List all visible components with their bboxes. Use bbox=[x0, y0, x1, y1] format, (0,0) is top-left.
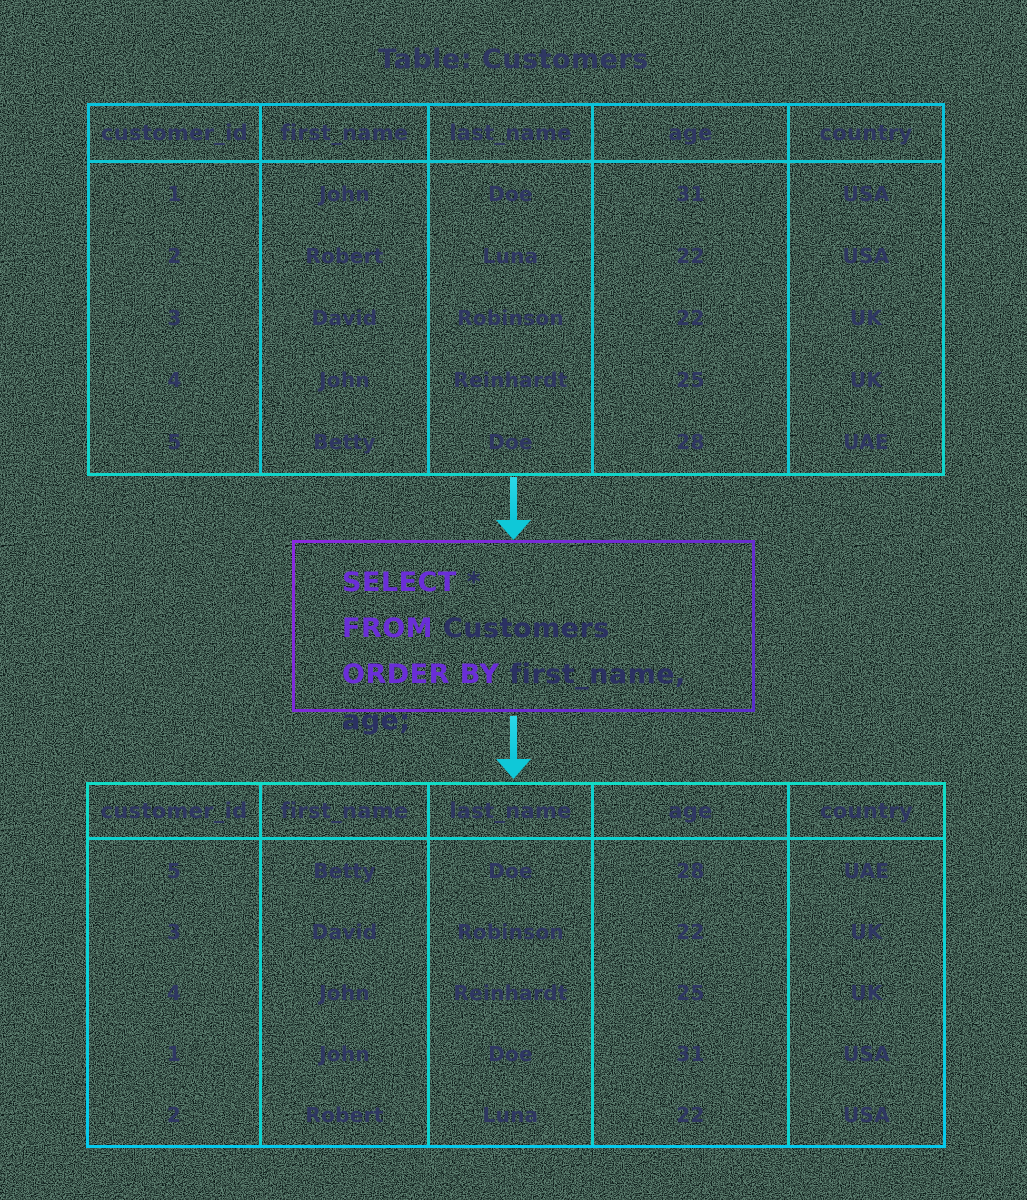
table-cell: Robinson bbox=[430, 901, 594, 962]
table-cell: UK bbox=[849, 368, 883, 392]
table-cell: 22 bbox=[594, 225, 790, 287]
table-cell: Robert bbox=[262, 225, 430, 287]
table-cell: 28 bbox=[594, 411, 790, 473]
sql-line: ORDER BY first_name, age; bbox=[342, 652, 752, 744]
table-cell: Robinson bbox=[430, 287, 594, 349]
table-cell: 5 bbox=[89, 840, 262, 901]
table-cell: 28 bbox=[594, 840, 790, 901]
table-cell: 25 bbox=[594, 962, 790, 1023]
table-cell: 1 bbox=[90, 163, 262, 225]
column-header: age bbox=[594, 785, 790, 840]
table-cell: USA bbox=[842, 182, 890, 206]
sql-keyword: ORDER BY bbox=[342, 659, 500, 690]
column-header: country bbox=[790, 106, 942, 163]
table-cell: Doe bbox=[430, 840, 594, 901]
table-cell: 4 bbox=[89, 962, 262, 1023]
table-cell: UAE bbox=[843, 858, 890, 883]
table-cell: 31 bbox=[594, 163, 790, 225]
table-cell: 22 bbox=[594, 901, 790, 962]
table-cell: UAE bbox=[843, 430, 889, 454]
column-header: age bbox=[594, 106, 790, 163]
table-cell: 3 bbox=[89, 901, 262, 962]
table-cell: Reinhardt bbox=[430, 962, 594, 1023]
table-cell: 4 bbox=[90, 349, 262, 411]
table-cell: Robert bbox=[262, 1084, 430, 1145]
table-cell: Doe bbox=[430, 1023, 594, 1084]
table-cell: Doe bbox=[430, 411, 594, 473]
table-cell: Luna bbox=[430, 225, 594, 287]
sql-query-box: SELECT * FROM Customers ORDER BY first_n… bbox=[292, 540, 755, 736]
table-cell: 5 bbox=[90, 411, 262, 473]
sql-text: * bbox=[456, 567, 482, 598]
table-cell: 1 bbox=[89, 1023, 262, 1084]
table-cell: UK bbox=[850, 980, 883, 1005]
table-cell: Luna bbox=[430, 1084, 594, 1145]
table-cell: UK bbox=[849, 306, 883, 330]
table-cell: John bbox=[262, 1023, 430, 1084]
arrow-down-icon bbox=[496, 477, 531, 540]
table-cell: Betty bbox=[262, 411, 430, 473]
table-cell: 31 bbox=[594, 1023, 790, 1084]
column-header: last_name bbox=[430, 106, 594, 163]
column-header: customer_id bbox=[89, 785, 262, 840]
table-cell: John bbox=[262, 962, 430, 1023]
sql-keyword: FROM bbox=[342, 613, 434, 644]
sql-line: SELECT * bbox=[342, 560, 752, 606]
table-cell: 22 bbox=[594, 287, 790, 349]
column-header: first_name bbox=[262, 785, 430, 840]
table-cell: USA bbox=[842, 244, 890, 268]
table-cell: 22 bbox=[594, 1084, 790, 1145]
column-header: last_name bbox=[430, 785, 594, 840]
table-cell: 25 bbox=[594, 349, 790, 411]
arrow-down-icon bbox=[496, 716, 531, 779]
table-cell: 2 bbox=[89, 1084, 262, 1145]
table-cell: 3 bbox=[90, 287, 262, 349]
table-cell: Doe bbox=[430, 163, 594, 225]
column-header: customer_id bbox=[90, 106, 262, 163]
table-cell: 2 bbox=[90, 225, 262, 287]
sql-text: Customers bbox=[433, 613, 610, 644]
table-cell: John bbox=[262, 349, 430, 411]
diagram-title: Table: Customers bbox=[378, 44, 649, 75]
table-cell: David bbox=[262, 901, 430, 962]
table-cell: USA bbox=[842, 1041, 891, 1066]
sql-keyword: SELECT bbox=[342, 567, 457, 598]
sql-line: FROM Customers bbox=[342, 606, 752, 652]
table-cell: USA bbox=[842, 1102, 891, 1127]
table-cell: David bbox=[262, 287, 430, 349]
table-cell: John bbox=[262, 163, 430, 225]
column-header: first_name bbox=[262, 106, 430, 163]
table-cell: Betty bbox=[262, 840, 430, 901]
column-header: country bbox=[790, 785, 943, 840]
table-cell: UK bbox=[850, 919, 883, 944]
table-cell: Reinhardt bbox=[430, 349, 594, 411]
